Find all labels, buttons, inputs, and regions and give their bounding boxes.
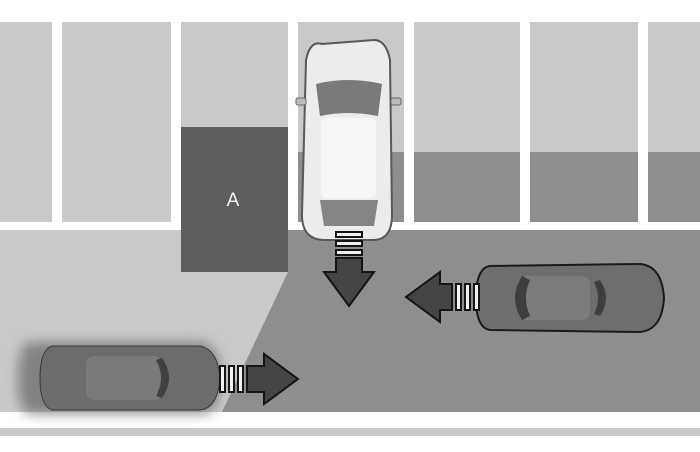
reversing-vehicle-roof xyxy=(321,118,376,198)
zone-a-marker xyxy=(181,127,288,272)
vehicle-from-left-roof xyxy=(86,356,162,400)
arrow-head-right xyxy=(246,352,300,406)
reversing-vehicle-windshield xyxy=(316,80,382,116)
vehicle-from-right-windshield xyxy=(515,276,530,320)
arrow-stripe xyxy=(335,240,363,247)
space-line xyxy=(404,22,414,222)
arrow-reversing-down xyxy=(322,231,376,308)
vehicle-from-right-rear-window xyxy=(594,280,606,316)
arrow-head-down xyxy=(322,257,376,308)
arrow-stripe xyxy=(473,283,480,311)
space-line xyxy=(288,22,298,222)
space-line xyxy=(171,22,181,222)
space-line xyxy=(520,22,530,222)
arrow-stripe xyxy=(219,365,226,393)
arrow-departing-right xyxy=(219,352,300,406)
arrow-stripe xyxy=(228,365,235,393)
arrow-stripe xyxy=(335,231,363,238)
vehicle-from-right-roof xyxy=(520,276,590,320)
vehicle-from-left xyxy=(18,342,221,414)
arrow-head-left xyxy=(404,270,453,324)
reversing-vehicle-rear-window xyxy=(320,200,378,226)
space-line xyxy=(52,22,62,222)
arrow-approaching-left xyxy=(404,270,480,324)
mirror-right xyxy=(390,97,402,106)
lot-bottom-border xyxy=(0,412,700,428)
reversing-vehicle xyxy=(295,38,402,241)
arrow-stripe xyxy=(335,249,363,256)
mirror-left xyxy=(295,97,307,106)
arrow-stripe xyxy=(237,365,244,393)
zone-a-label: A xyxy=(227,190,240,211)
vehicle-from-right xyxy=(474,262,666,334)
vehicle-from-left-windshield xyxy=(156,358,169,398)
arrow-stripe xyxy=(464,283,471,311)
space-line xyxy=(638,22,648,222)
lot-top-border xyxy=(0,12,700,22)
arrow-stripe xyxy=(455,283,462,311)
